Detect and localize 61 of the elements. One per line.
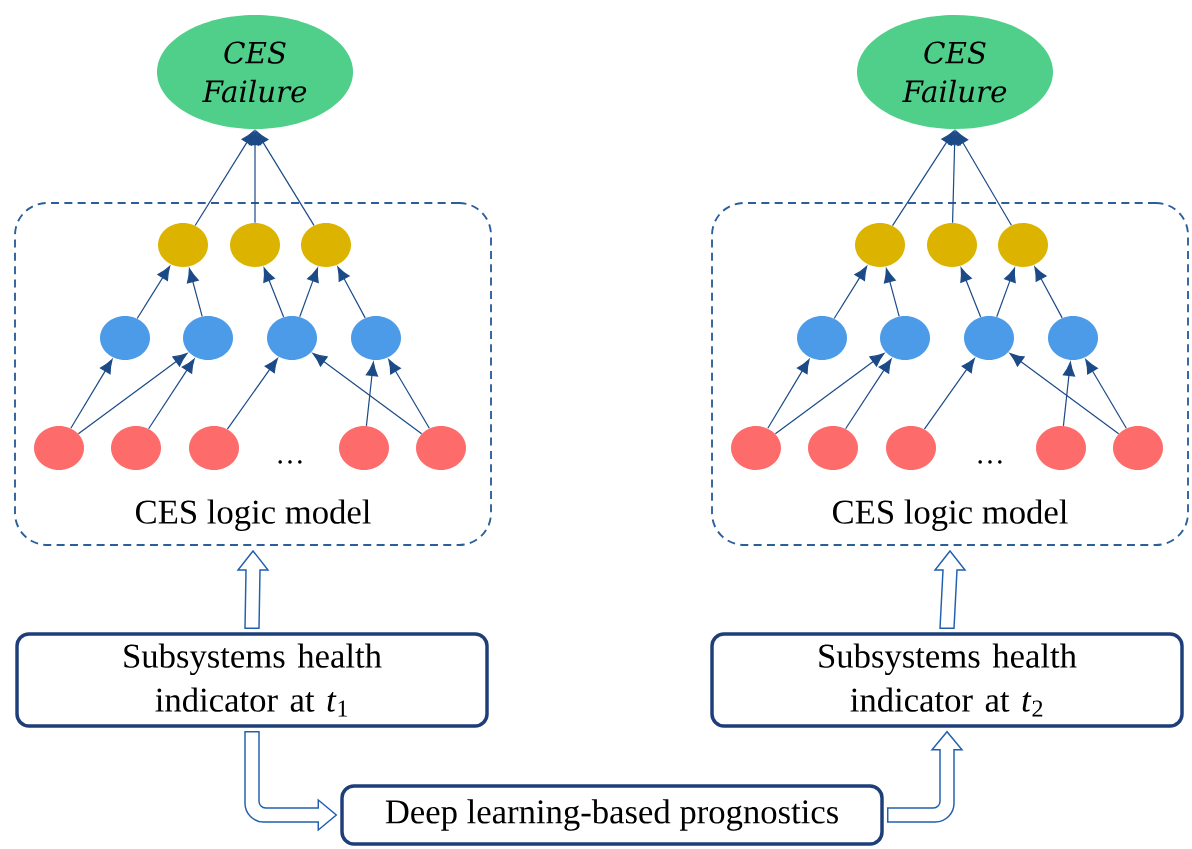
circle-node xyxy=(1048,316,1098,360)
hollow-arrow xyxy=(933,549,967,629)
circle-node xyxy=(183,316,233,360)
circle-node xyxy=(1113,426,1163,470)
arrow xyxy=(767,359,810,429)
circle-node xyxy=(230,223,280,267)
arrow xyxy=(255,130,315,226)
indicator-box: Subsystems health indicator at t$_{2}$ xyxy=(710,632,1184,728)
arrow xyxy=(263,267,285,318)
hollow-arrow xyxy=(244,731,337,831)
arrow xyxy=(845,358,892,430)
arrow xyxy=(312,353,423,435)
circle-node xyxy=(351,316,401,360)
arrow xyxy=(883,268,900,317)
circle-node xyxy=(855,223,905,267)
arrow xyxy=(1085,359,1127,429)
hollow-arrow xyxy=(887,731,963,823)
arrow xyxy=(996,267,1016,318)
circle-node xyxy=(886,426,936,470)
arrow xyxy=(70,359,113,429)
arrow xyxy=(923,358,975,430)
circle-node xyxy=(808,426,858,470)
hollow-arrow xyxy=(236,549,270,629)
arrow xyxy=(365,361,379,427)
arrow xyxy=(1034,266,1063,319)
circle-node xyxy=(158,223,208,267)
arrow xyxy=(1009,353,1120,435)
circle-node xyxy=(111,426,161,470)
ellipsis-label: … xyxy=(278,460,302,464)
circle-node xyxy=(267,316,317,360)
arrow xyxy=(1062,361,1076,427)
circle-node xyxy=(1036,426,1086,470)
ellipsis-label: … xyxy=(978,460,1002,464)
circle-node xyxy=(34,426,84,470)
arrow xyxy=(833,265,868,320)
circle-node xyxy=(100,316,150,360)
arrow xyxy=(136,265,171,320)
circle-node xyxy=(189,426,239,470)
circle-node xyxy=(339,426,389,470)
arrow xyxy=(955,130,1012,226)
circle-node xyxy=(797,316,847,360)
circle-node xyxy=(927,223,977,267)
process-box: Deep learning-based prognostics xyxy=(340,784,884,846)
circle-node xyxy=(301,223,351,267)
arrow xyxy=(774,353,885,435)
arrow xyxy=(186,268,203,317)
circle-node xyxy=(880,316,930,360)
arrow xyxy=(77,353,188,435)
arrow xyxy=(148,358,195,430)
circle-node xyxy=(416,426,466,470)
circle-node xyxy=(731,426,781,470)
arrow xyxy=(337,266,366,319)
arrow xyxy=(891,130,955,227)
circle-node xyxy=(964,316,1014,360)
circle-node xyxy=(998,223,1048,267)
arrow xyxy=(388,359,430,429)
arrow xyxy=(960,267,982,318)
indicator-box: Subsystems health indicator at t$_{1}$ xyxy=(15,632,489,728)
arrow xyxy=(299,267,319,318)
arrow xyxy=(226,358,278,430)
arrow xyxy=(194,130,255,227)
